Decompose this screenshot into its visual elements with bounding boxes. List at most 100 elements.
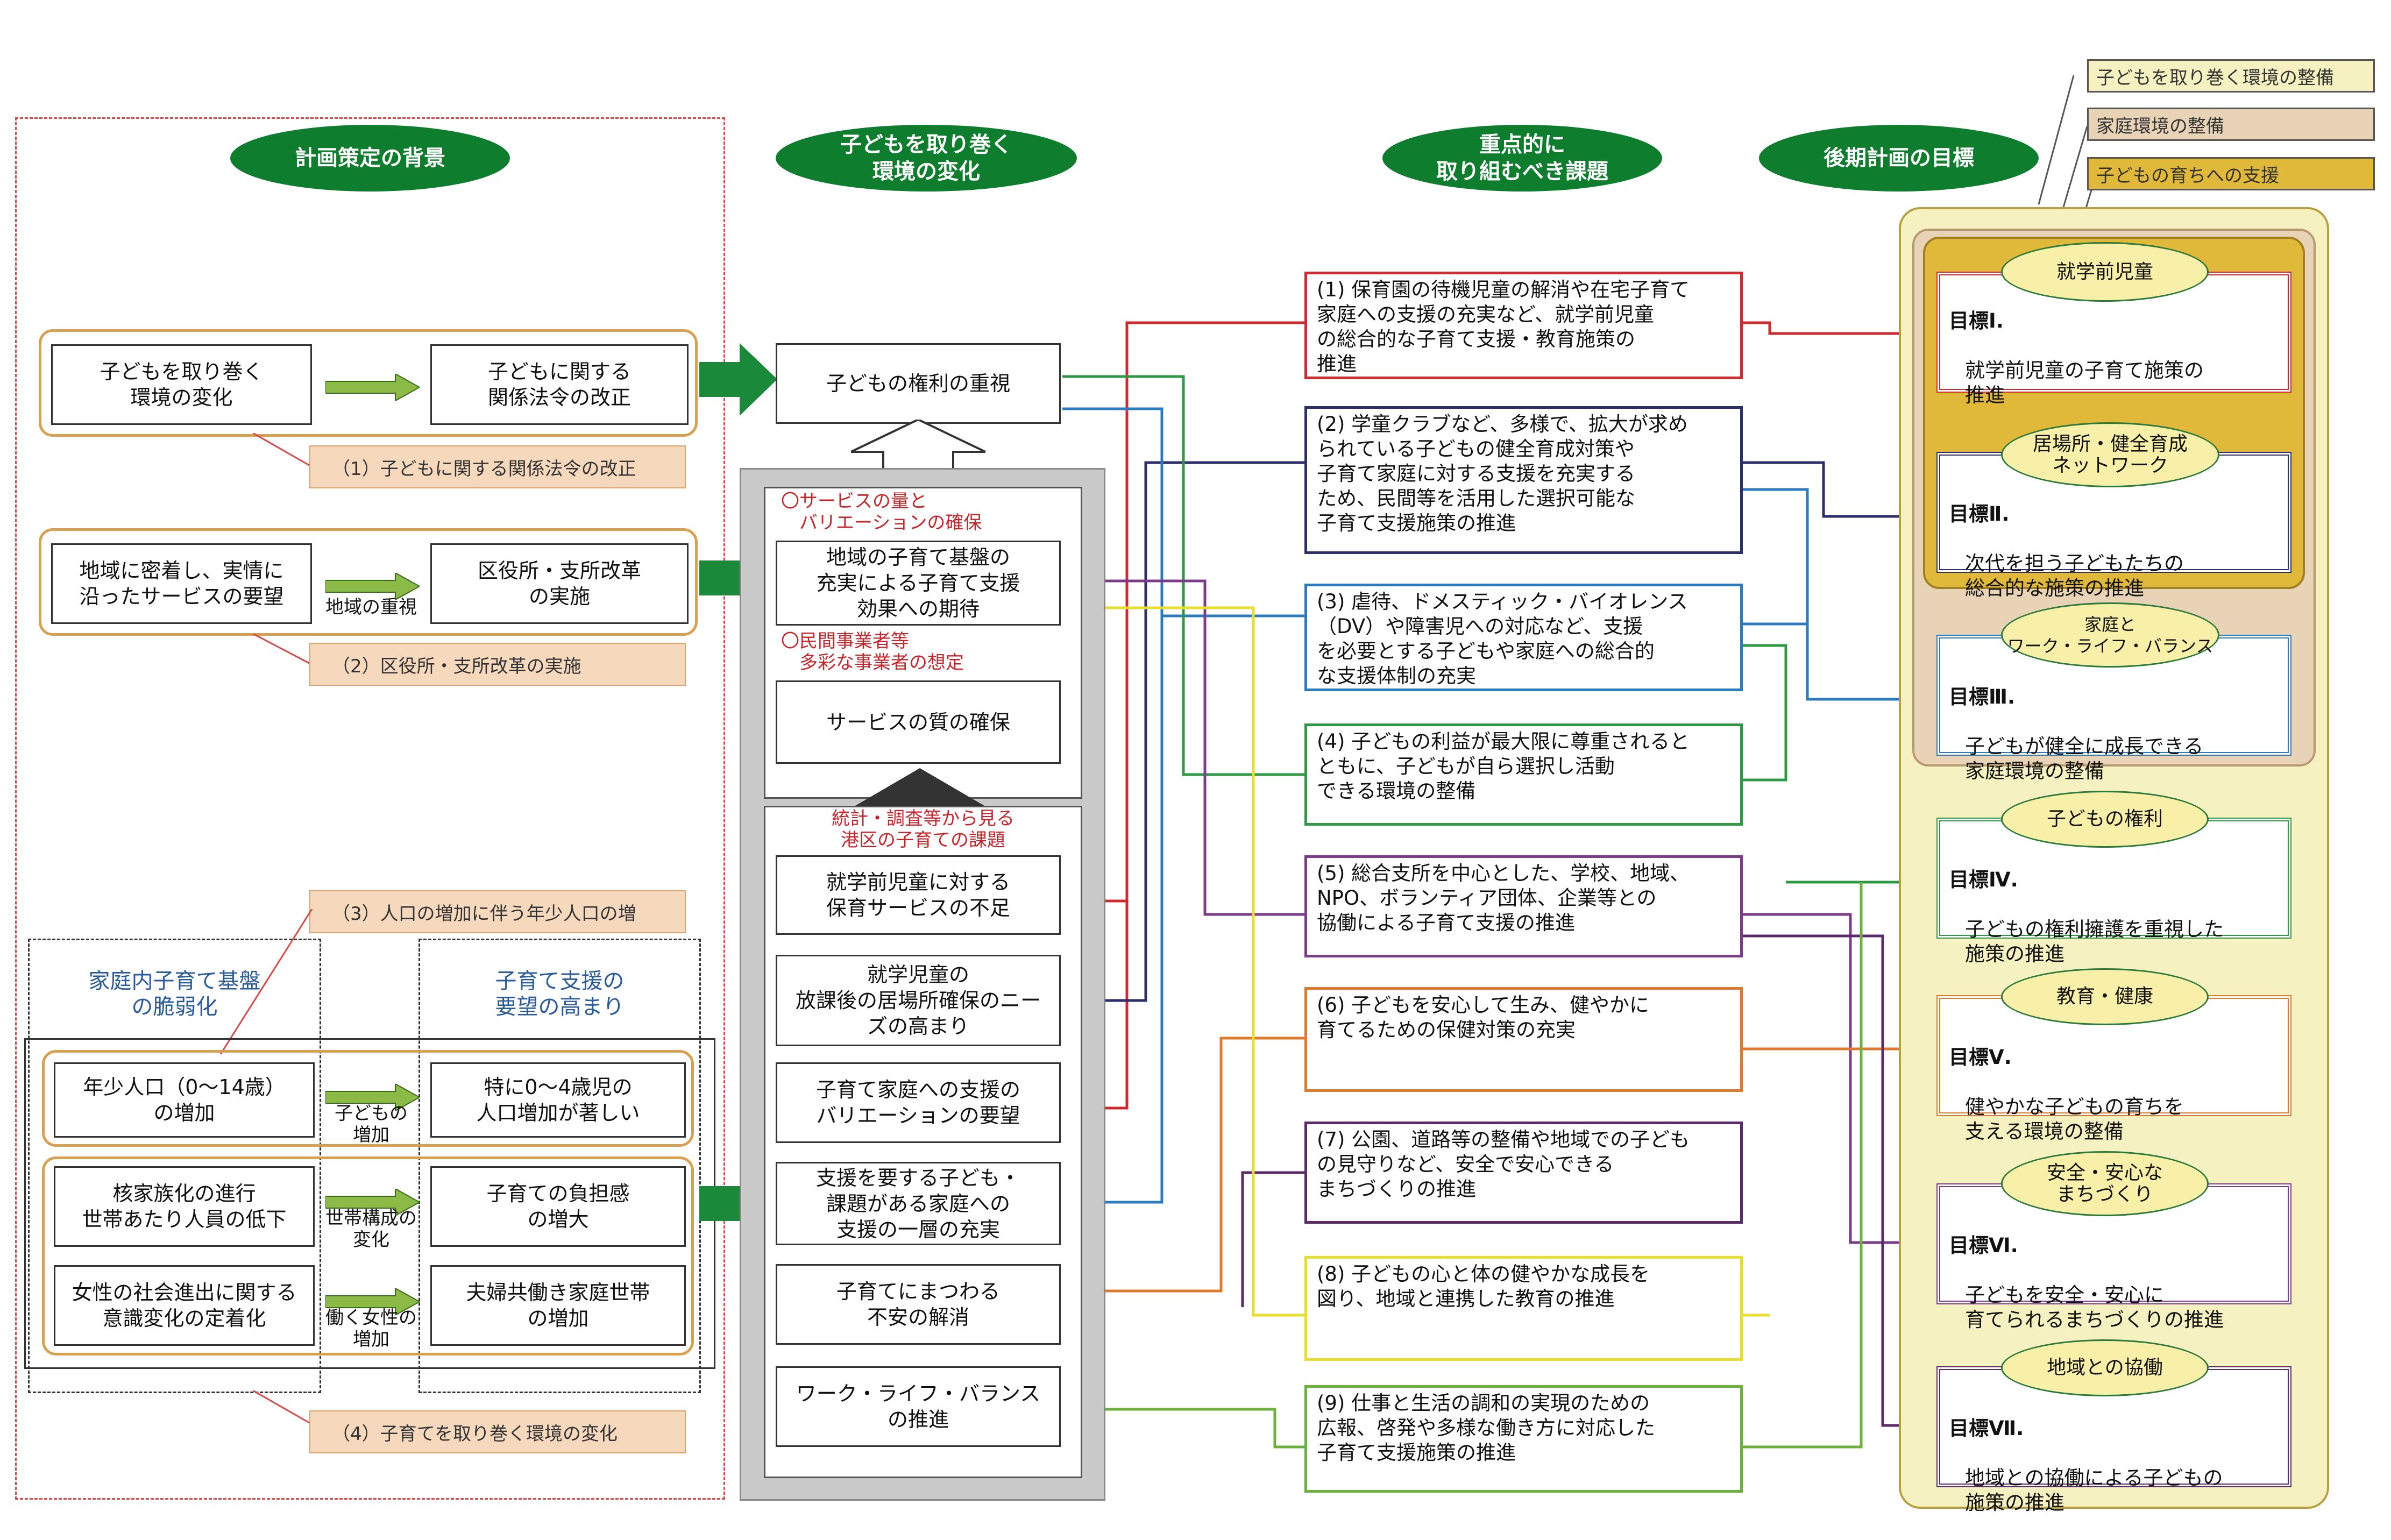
goal-4-head: 子どもの権利 — [2001, 791, 2209, 848]
family-base-column — [28, 939, 321, 1393]
change-item-3: 子育て家庭への支援の バリエーションの要望 — [776, 1062, 1061, 1143]
row2-frame — [39, 528, 698, 636]
header-priority-issues: 重点的に 取り組むべき課題 — [1382, 125, 1662, 191]
row4-arrow — [325, 1189, 420, 1216]
tag-environment-change: （4）子育てを取り巻く環境の変化 — [309, 1410, 686, 1453]
connector-green — [1062, 375, 1304, 776]
support-demand-column — [418, 939, 701, 1393]
issue-3: (3) 虐待、ドメスティック・バイオレンス （DV）や障害児への対応など、支援 … — [1304, 584, 1743, 691]
connector-dark-purple — [1241, 1171, 1304, 1307]
note-providers: 〇民間事業者等 多彩な事業者の想定 — [781, 630, 964, 673]
connector-purple-goal — [1743, 913, 1936, 1244]
row2-arrow — [325, 573, 420, 600]
change-item-5: 子育てにまつわる 不安の解消 — [776, 1264, 1061, 1345]
goal-2-head: 居場所・健全育成 ネットワーク — [2001, 422, 2219, 487]
goal-6-head: 安全・安心な まちづくり — [2001, 1151, 2209, 1216]
goal-7-head: 地域との協働 — [2001, 1339, 2209, 1396]
background-frame — [15, 117, 725, 1500]
row3-arrow-label: 子どもの 増加 — [335, 1103, 408, 1146]
connector-red-goal — [1743, 321, 1936, 335]
row2-right-box: 区役所・支所改革 の実施 — [430, 543, 689, 624]
tag4-leader — [253, 1390, 310, 1424]
issue-5: (5) 総合支所を中心とした、学校、地域、 NPO、ボランティア団体、企業等との… — [1304, 855, 1743, 957]
quality-box: サービスの質の確保 — [776, 680, 1061, 764]
goal-3-head: 家庭と ワーク・ライフ・バランス — [2001, 602, 2219, 668]
row1-right-box: 子どもに関する 関係法令の改正 — [430, 344, 689, 425]
goal-6-title: 目標Ⅵ. — [1949, 1234, 2018, 1257]
rows45-frame — [42, 1156, 694, 1356]
goal-6-text: 子どもを安全・安心に 育てられるまちづくりの推進 — [1965, 1283, 2224, 1331]
change-item-6: ワーク・ライフ・バランス の推進 — [776, 1366, 1061, 1447]
legend-environment-label: 子どもを取り巻く環境の整備 — [2096, 67, 2334, 89]
tag-ward-reform: （2）区役所・支所改革の実施 — [309, 643, 686, 686]
connector-orange — [1062, 1037, 1304, 1293]
note-quantity: 〇サービスの量と バリエーションの確保 — [781, 491, 982, 534]
header-background: 計画策定の背景 — [230, 125, 510, 191]
goal-7-title: 目標Ⅶ. — [1949, 1417, 2024, 1440]
issue-1: (1) 保育園の待機児童の解消や在宅子育て 家庭への支援の充実など、就学前児童 … — [1304, 272, 1743, 379]
issue-2: (2) 学童クラブなど、多様で、拡大が求め られている子どもの健全育成対策や 子… — [1304, 406, 1743, 554]
goal-1-text: 就学前児童の子育て施策の 推進 — [1965, 359, 2204, 407]
row1-arrow — [325, 374, 420, 401]
legend-family: 家庭環境の整備 — [2087, 108, 2375, 141]
legend-growth: 子どもの育ちへの支援 — [2087, 157, 2375, 190]
change-item-4: 支援を要する子ども・ 課題がある家庭への 支援の一層の充実 — [776, 1162, 1061, 1245]
connector-lightgreen-goal — [1743, 882, 1863, 1449]
goal-3-text: 子どもが健全に成長できる 家庭環境の整備 — [1965, 735, 2204, 783]
issue-4: (4) 子どもの利益が最大限に尊重されると ともに、子どもが自ら選択し活動 でき… — [1304, 723, 1743, 826]
row1-left-box: 子どもを取り巻く 環境の変化 — [51, 344, 312, 425]
connector-blue — [1062, 407, 1163, 1204]
tag-population-increase: （3）人口の増加に伴う年少人口の増 — [309, 890, 686, 933]
family-base-title: 家庭内子育て基盤 の脆弱化 — [88, 969, 261, 1019]
row1-tag-leader — [253, 433, 310, 466]
goal-4-text: 子どもの権利擁護を重視した 施策の推進 — [1965, 918, 2224, 966]
header-environment-change: 子どもを取り巻く 環境の変化 — [776, 125, 1077, 191]
row5-arrow-label: 働く女性の 増加 — [325, 1307, 417, 1350]
community-box: 地域の子育て基盤の 充実による子育て支援 効果への期待 — [776, 541, 1061, 626]
row5-arrow — [325, 1288, 420, 1315]
goal-5-text: 健やかな子どもの育ちを 支える環境の整備 — [1965, 1095, 2184, 1143]
legend-leader-env — [2038, 75, 2075, 205]
support-demand-title: 子育て支援の 要望の高まり — [495, 969, 625, 1019]
connector-yellow — [1062, 606, 1304, 1317]
row3-frame — [42, 1050, 694, 1147]
connector-navy-goal — [1743, 461, 1936, 518]
change-item-1: 就学前児童に対する 保育サービスの不足 — [776, 855, 1061, 935]
issue-7: (7) 公園、道路等の整備や地域での子ども の見守りなど、安全で安心できる まち… — [1304, 1122, 1743, 1224]
connector-blue-goal — [1743, 488, 1936, 701]
row2-tag-leader — [253, 634, 310, 664]
row4-left-box: 核家族化の進行 世帯あたり人員の低下 — [54, 1166, 315, 1247]
row4-arrow-label: 世帯構成の 変化 — [325, 1208, 417, 1251]
arrow-to-rights — [699, 343, 777, 416]
row5-right-box: 夫婦共働き家庭世帯 の増加 — [430, 1265, 686, 1346]
goal-2-text: 次代を担う子どもたちの 総合的な施策の推進 — [1965, 552, 2184, 600]
goal-3-title: 目標Ⅲ. — [1949, 685, 2016, 708]
connector-green-goal — [1743, 644, 1787, 782]
row1-frame — [39, 329, 698, 437]
row3-left-box: 年少人口（0～14歳） の増加 — [54, 1062, 315, 1138]
header-goals: 後期計画の目標 — [1759, 125, 2039, 191]
issue-8: (8) 子どもの心と体の健やかな成長を 図り、地域と連携した教育の推進 — [1304, 1256, 1743, 1361]
issue-6: (6) 子どもを安心して生み、健やかに 育てるための保健対策の充実 — [1304, 987, 1743, 1092]
stats-note: 統計・調査等から見る 港区の子育ての課題 — [832, 808, 1014, 851]
row3-right-box: 特に0～4歳児の 人口増加が著しい — [430, 1062, 686, 1138]
row3-arrow — [325, 1084, 420, 1111]
dark-up-triangle — [855, 768, 984, 806]
rights-box: 子どもの権利の重視 — [776, 343, 1061, 424]
legend-environment: 子どもを取り巻く環境の整備 — [2087, 59, 2375, 93]
legend-family-label: 家庭環境の整備 — [2096, 115, 2224, 137]
connector-light-green — [1062, 1408, 1304, 1449]
goal-1-head: 就学前児童 — [2001, 242, 2209, 302]
row5-left-box: 女性の社会進出に関する 意識変化の定着化 — [54, 1265, 315, 1346]
up-arrow — [851, 420, 985, 479]
row4-right-box: 子育ての負担感 の増大 — [430, 1166, 686, 1247]
goal-5-title: 目標Ⅴ. — [1949, 1046, 2012, 1069]
goal-4-title: 目標Ⅳ. — [1949, 868, 2018, 891]
goal-7-text: 地域との協働による子どもの 施策の推進 — [1965, 1466, 2223, 1514]
issue-9: (9) 仕事と生活の調和の実現のための 広報、啓発や多様な働き方に対応した 子育… — [1304, 1385, 1743, 1493]
goal-2-title: 目標Ⅱ. — [1949, 502, 2010, 526]
goal-5-head: 教育・健康 — [2001, 968, 2209, 1025]
row2-arrow-label: 地域の重視 — [325, 597, 417, 618]
change-item-2: 就学児童の 放課後の居場所確保のニー ズの高まり — [776, 955, 1061, 1046]
